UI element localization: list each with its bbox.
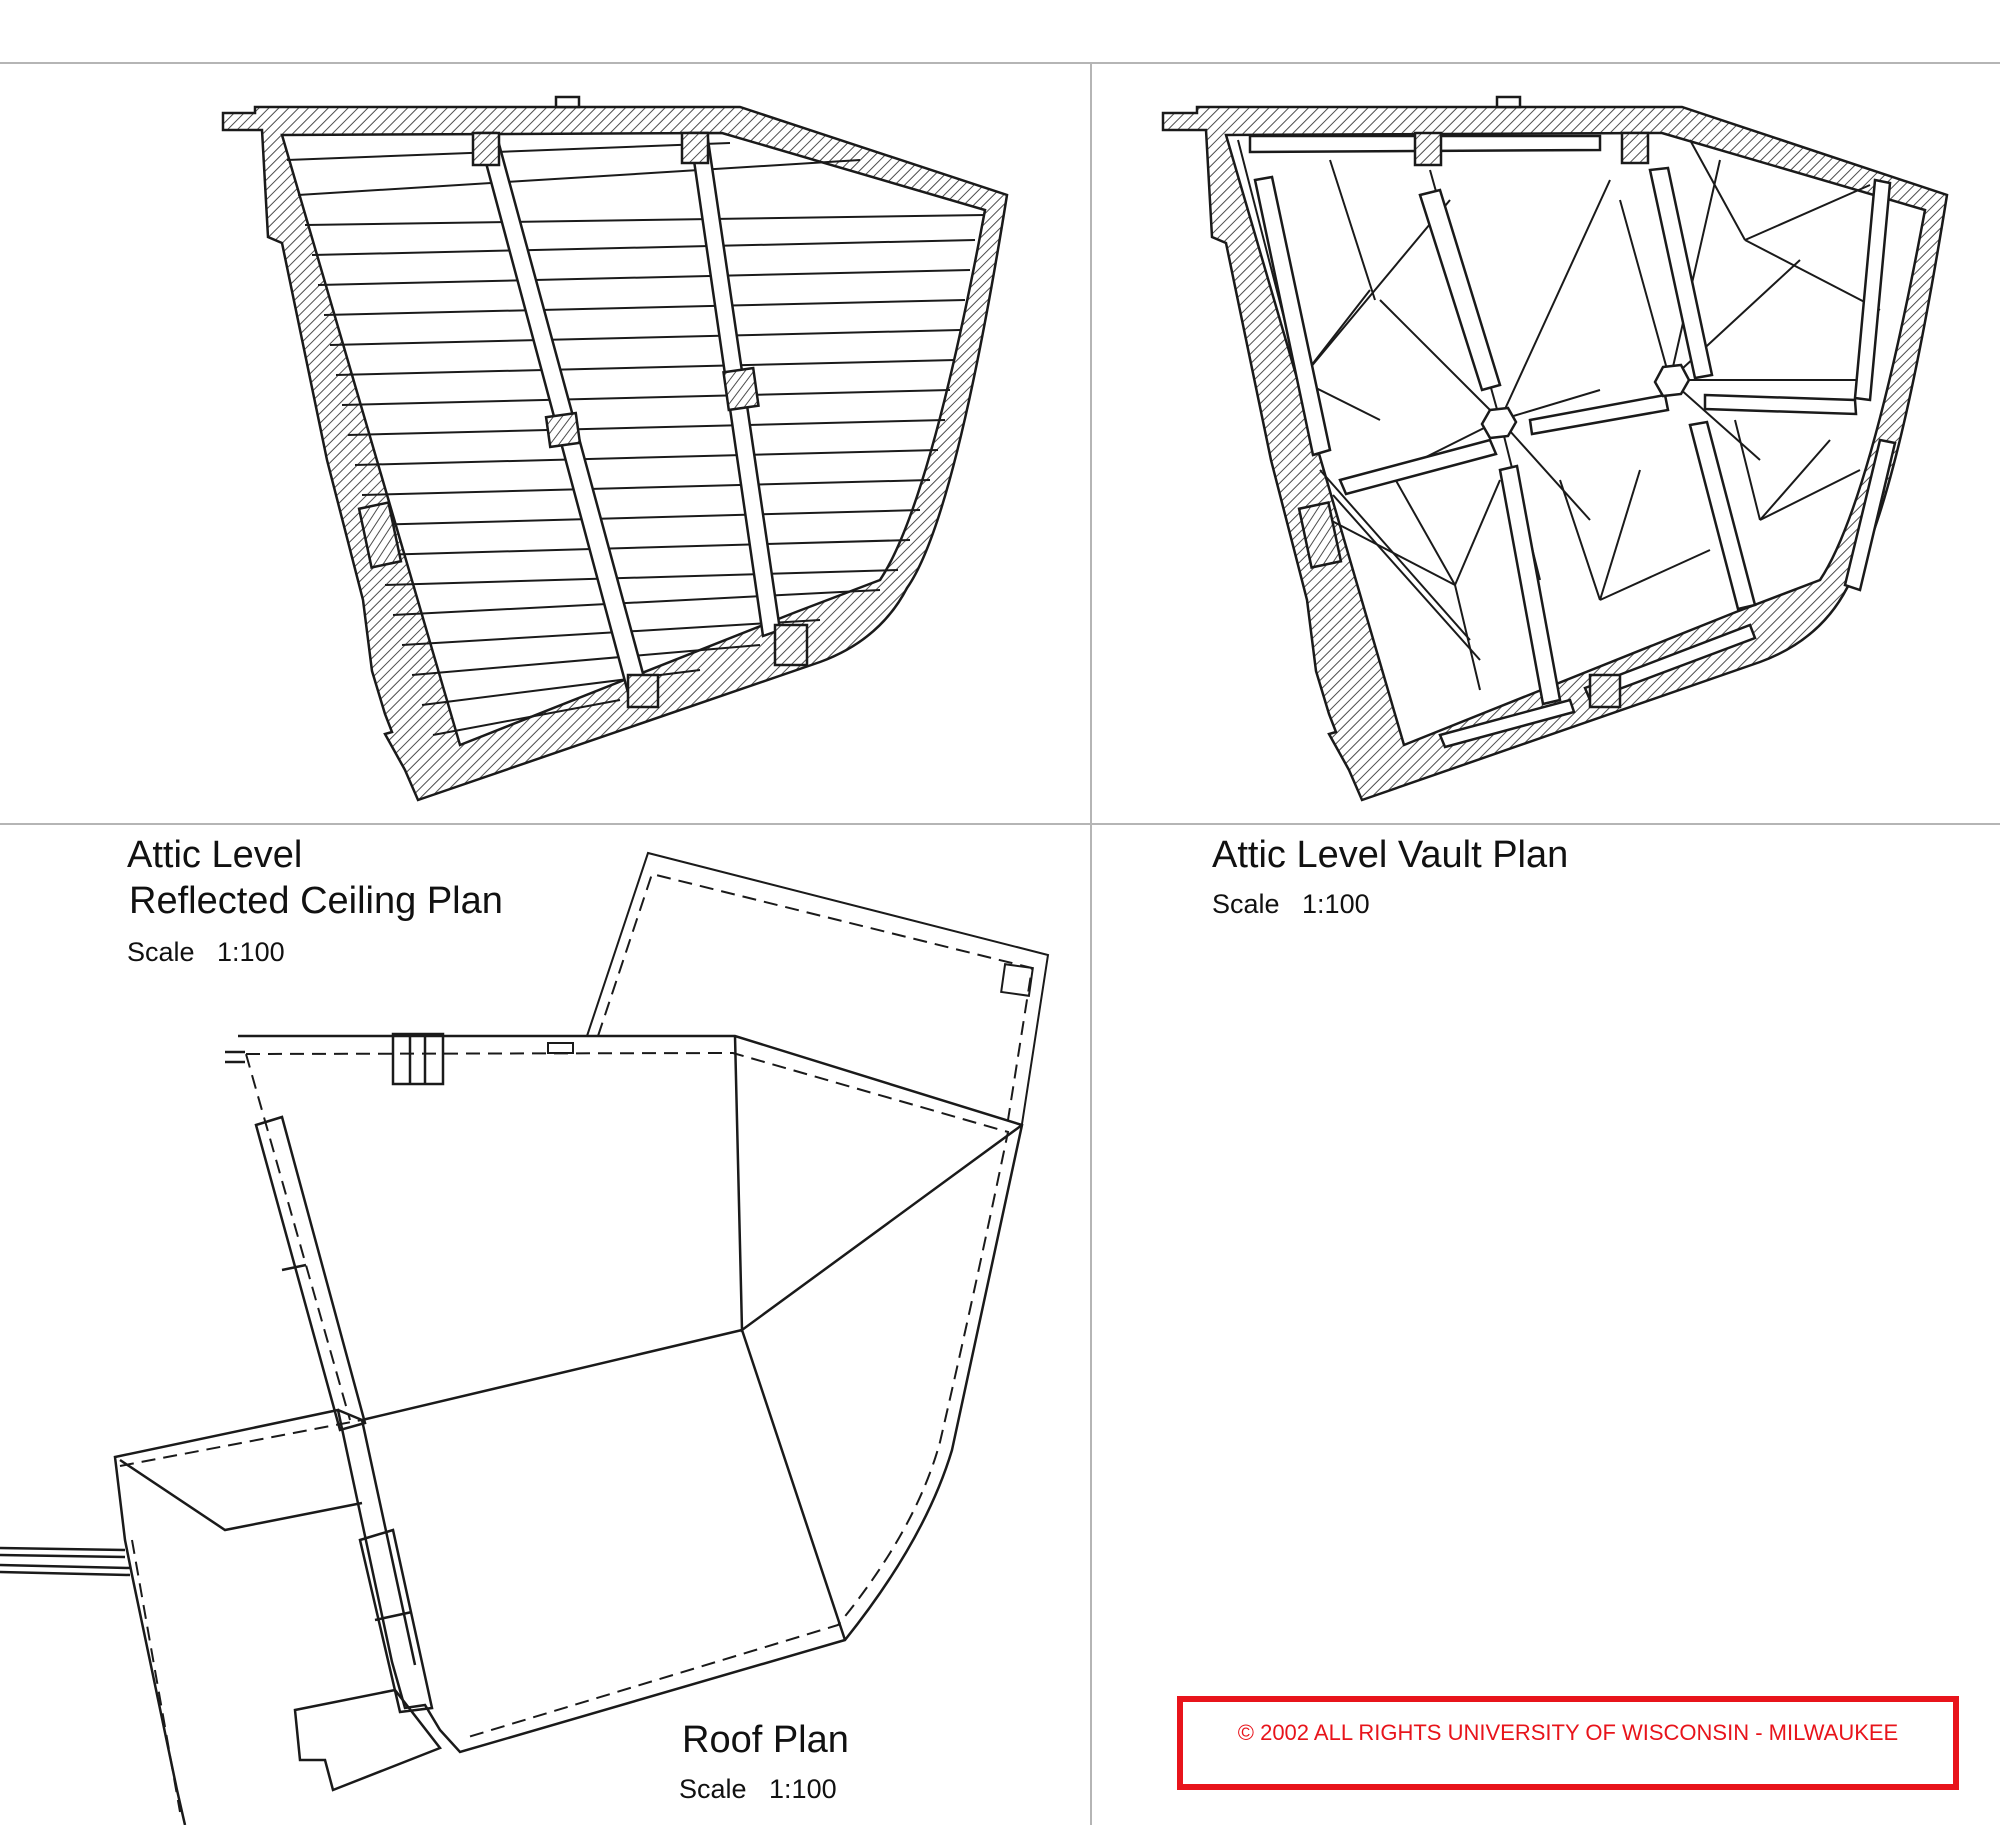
roof-left-parapet (254, 1115, 367, 1432)
ceiling-chimney-cap (554, 95, 581, 109)
ceiling-outer-wall (221, 105, 1009, 802)
ceiling-scale: Scale 1:100 (127, 937, 285, 967)
copyright-text: © 2002 ALL RIGHTS UNIVERSITY OF WISCONSI… (1237, 1720, 1899, 1745)
roof-ridge-cap (547, 1042, 574, 1054)
vault-title: Attic Level Vault Plan (1212, 834, 1569, 876)
vault-plan (1161, 95, 1949, 802)
copyright-box: © 2002 ALL RIGHTS UNIVERSITY OF WISCONSI… (1177, 1696, 1959, 1790)
roof-upper-annex (586, 851, 1050, 1125)
roof-plan (0, 851, 1050, 1825)
roof-main-dashed (119, 1051, 1010, 1813)
roof-annex-dashed (597, 872, 1034, 1121)
roof-entry-stair (293, 1528, 443, 1792)
ceiling-title-line2: Reflected Ceiling Plan (129, 880, 503, 922)
vault-chimney-cap (1495, 95, 1522, 109)
vault-bosses (1480, 363, 1691, 440)
roof-title: Roof Plan (682, 1719, 849, 1761)
vault-transverse-arches (1248, 134, 1897, 749)
reflected-ceiling-plan (221, 95, 1009, 802)
ceiling-title-line1: Attic Level (127, 834, 303, 876)
roof-chimney (391, 1032, 445, 1086)
ceiling-columns (357, 131, 809, 709)
roof-annex-vent (1000, 963, 1034, 997)
vault-scale: Scale 1:100 (1212, 889, 1370, 919)
vault-wall-piers (1297, 131, 1650, 709)
roof-main-outline (113, 1034, 1024, 1825)
roof-left-gutter (0, 1050, 245, 1577)
roof-ridge-lines (119, 1035, 1023, 1666)
roof-scale: Scale 1:100 (679, 1774, 837, 1804)
